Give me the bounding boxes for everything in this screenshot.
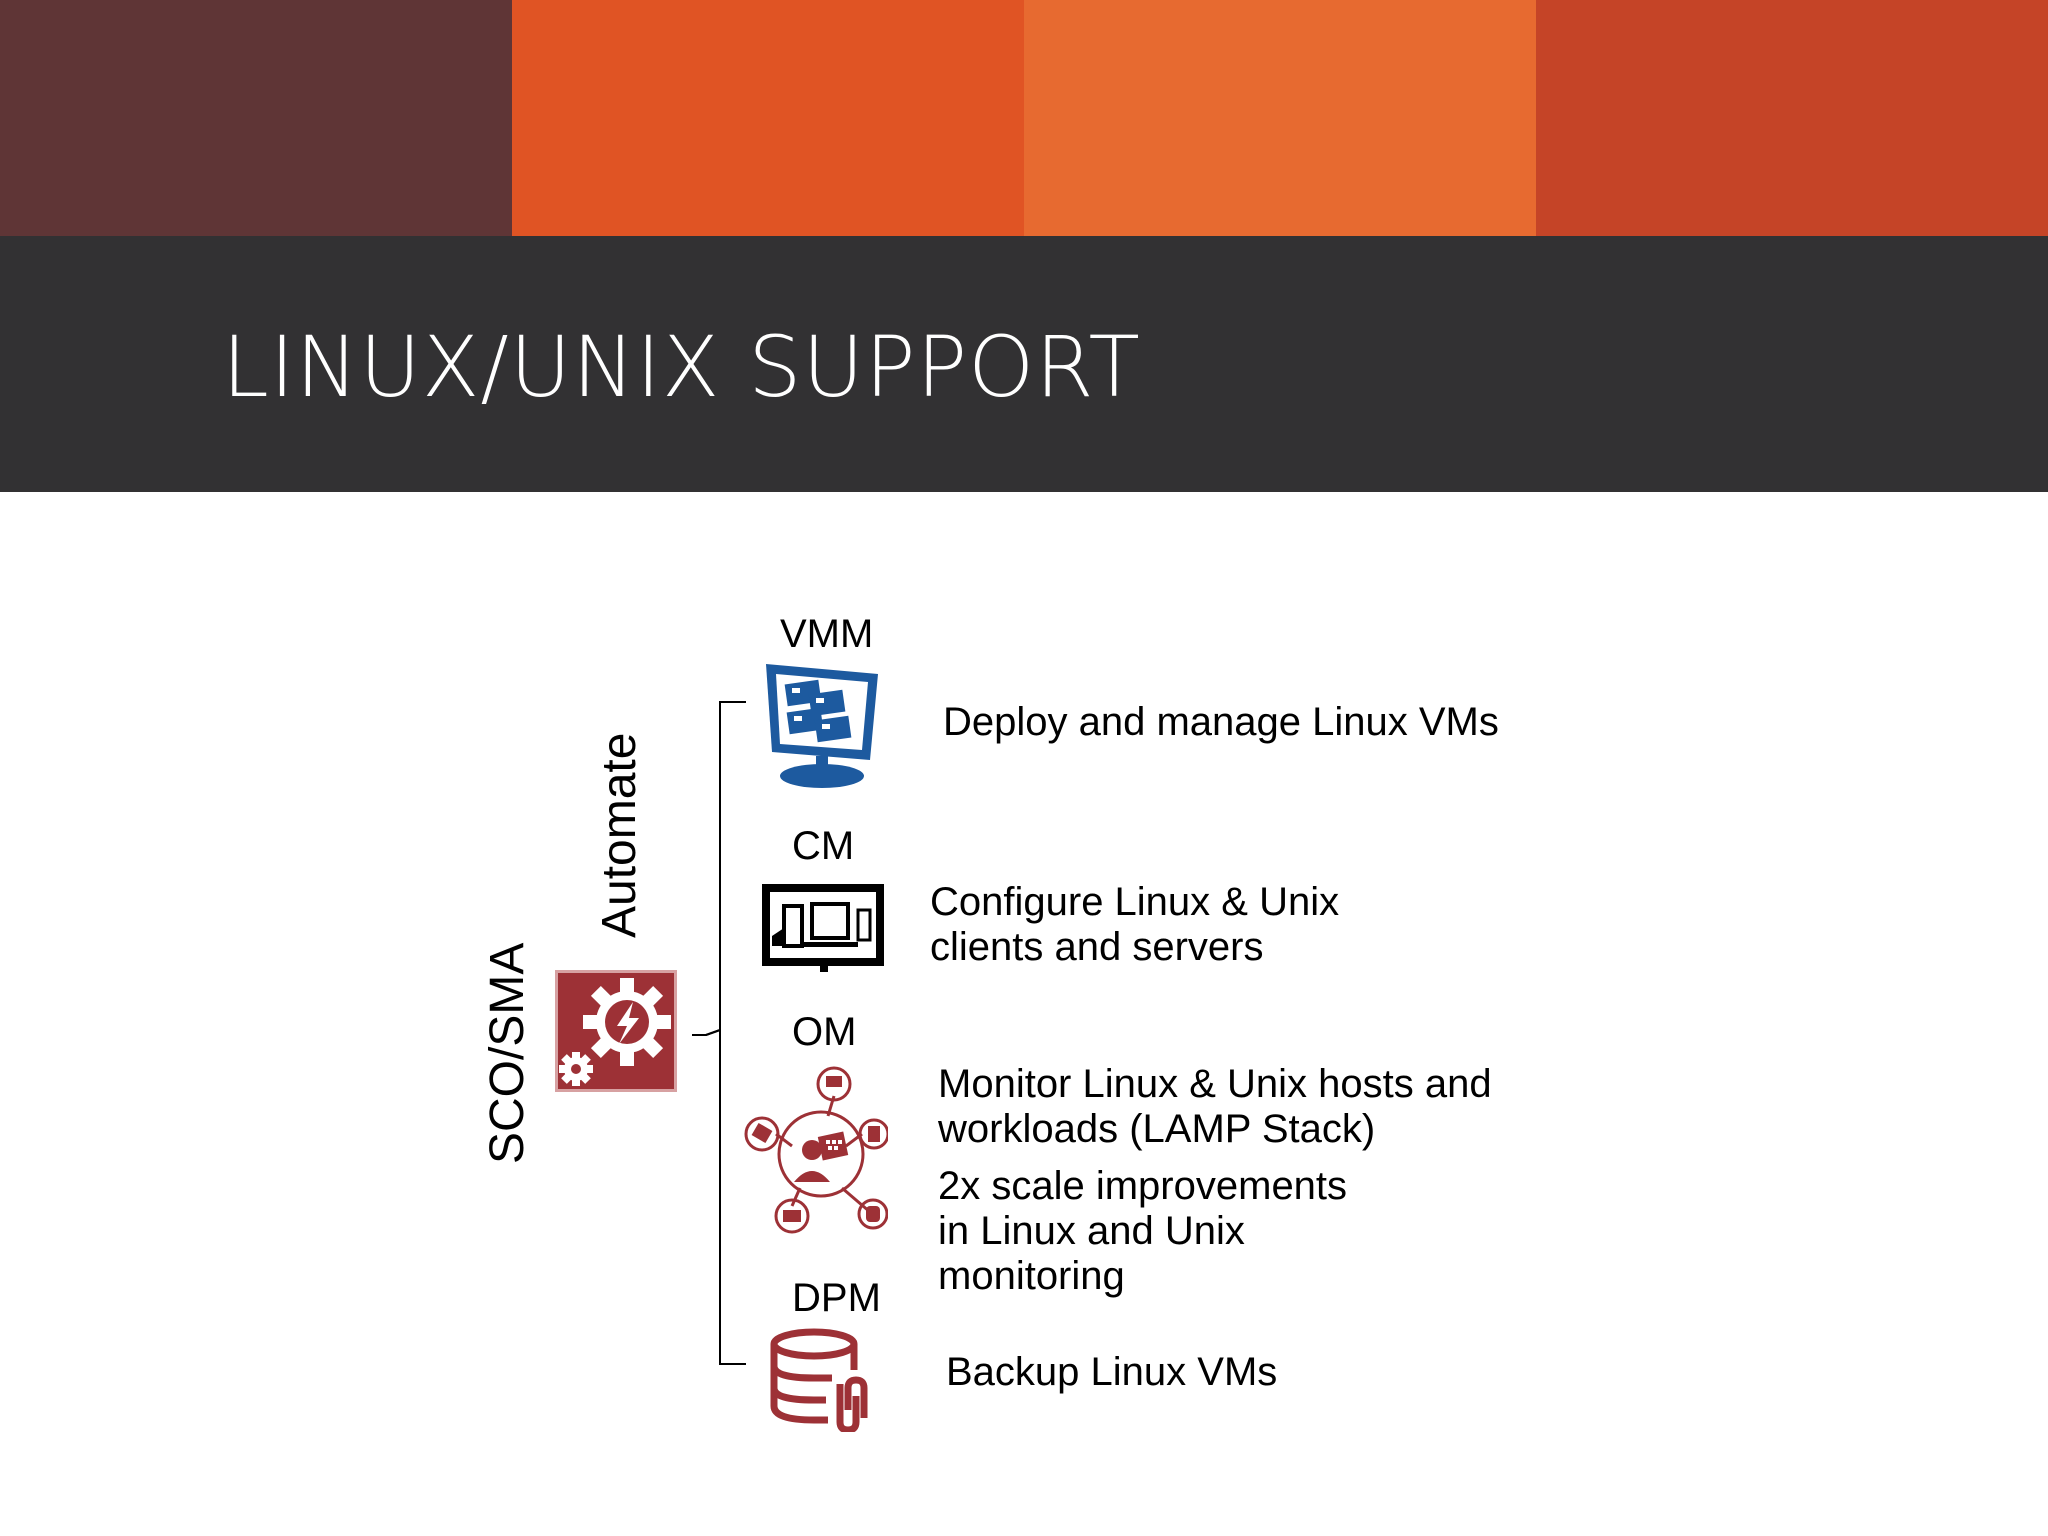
description-vmm: Deploy and manage Linux VMs bbox=[943, 700, 1499, 745]
header-band-3 bbox=[1024, 0, 1536, 236]
slide-title: LINUX/UNIX SUPPORT bbox=[222, 318, 1141, 416]
description-line: workloads (LAMP Stack) bbox=[938, 1107, 1376, 1151]
description-cm: Configure Linux & Unix clients and serve… bbox=[930, 880, 1339, 970]
description-line: clients and servers bbox=[930, 925, 1264, 969]
monitor-vms-icon bbox=[758, 656, 884, 797]
description-line: 2x scale improvements bbox=[938, 1164, 1348, 1208]
description-line: Deploy and manage Linux VMs bbox=[943, 700, 1499, 744]
header-band-2 bbox=[512, 0, 1024, 236]
description-line: Configure Linux & Unix bbox=[930, 880, 1340, 924]
description-line: in Linux and Unix bbox=[938, 1209, 1245, 1253]
devices-icon bbox=[760, 880, 886, 977]
description-line: Backup Linux VMs bbox=[946, 1350, 1278, 1394]
title-bar bbox=[0, 236, 2048, 492]
description-om: Monitor Linux & Unix hosts and workloads… bbox=[938, 1062, 1492, 1299]
network-hub-icon bbox=[742, 1064, 890, 1245]
description-dpm: Backup Linux VMs bbox=[946, 1350, 1277, 1395]
gear-lightning-icon bbox=[555, 970, 677, 1092]
header-band-1 bbox=[0, 0, 512, 236]
description-line: monitoring bbox=[938, 1254, 1125, 1298]
product-name-cm: CM bbox=[792, 824, 855, 868]
product-name-vmm: VMM bbox=[780, 612, 874, 656]
description-line: Monitor Linux & Unix hosts and bbox=[938, 1062, 1492, 1106]
database-backup-icon bbox=[766, 1326, 868, 1437]
product-name-dpm: DPM bbox=[792, 1276, 881, 1320]
header-band-4 bbox=[1536, 0, 2048, 236]
product-name-om: OM bbox=[792, 1010, 857, 1054]
